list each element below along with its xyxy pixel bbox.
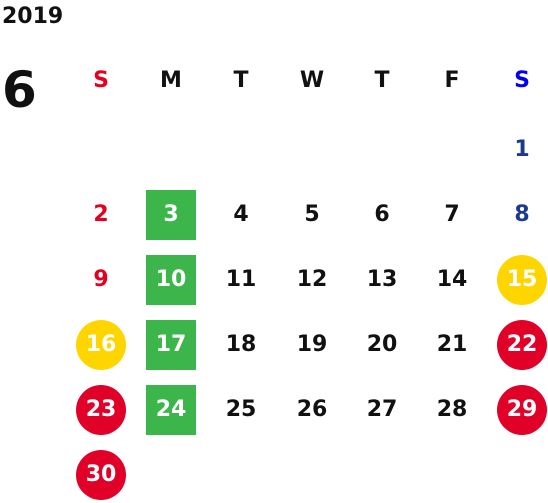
- day-cell: 19: [296, 332, 328, 357]
- weekday-label: T: [374, 68, 390, 93]
- day-cell: 14: [436, 267, 468, 292]
- day-cell: 20: [366, 332, 398, 357]
- day-cell: 5: [304, 202, 320, 227]
- weekday-label: S: [514, 68, 530, 93]
- day-cell: 4: [233, 202, 249, 227]
- day-cell: 30: [76, 450, 126, 500]
- day-cell: 23: [76, 385, 126, 435]
- year-label: 2019: [2, 4, 64, 29]
- day-cell: 18: [225, 332, 257, 357]
- day-cell: 15: [497, 255, 547, 305]
- day-cell: 3: [146, 190, 196, 240]
- weekday-label: T: [233, 68, 249, 93]
- day-cell: 9: [93, 267, 109, 292]
- day-cell: 12: [296, 267, 328, 292]
- day-cell: 8: [514, 202, 530, 227]
- weekday-label: F: [444, 68, 460, 93]
- day-cell: 11: [225, 267, 257, 292]
- day-cell: 21: [436, 332, 468, 357]
- day-cell: 29: [497, 385, 547, 435]
- day-cell: 2: [93, 202, 109, 227]
- day-cell: 7: [444, 202, 460, 227]
- day-cell: 26: [296, 397, 328, 422]
- weekday-label: W: [299, 68, 325, 93]
- weekday-label: M: [160, 68, 182, 93]
- day-cell: 24: [146, 385, 196, 435]
- day-cell: 16: [76, 320, 126, 370]
- day-cell: 27: [366, 397, 398, 422]
- day-cell: 10: [146, 255, 196, 305]
- day-cell: 1: [514, 137, 530, 162]
- day-cell: 17: [146, 320, 196, 370]
- day-cell: 25: [225, 397, 257, 422]
- day-cell: 6: [374, 202, 390, 227]
- weekday-label: S: [93, 68, 109, 93]
- month-label: 6: [2, 61, 37, 119]
- day-cell: 13: [366, 267, 398, 292]
- day-cell: 22: [497, 320, 547, 370]
- day-cell: 28: [436, 397, 468, 422]
